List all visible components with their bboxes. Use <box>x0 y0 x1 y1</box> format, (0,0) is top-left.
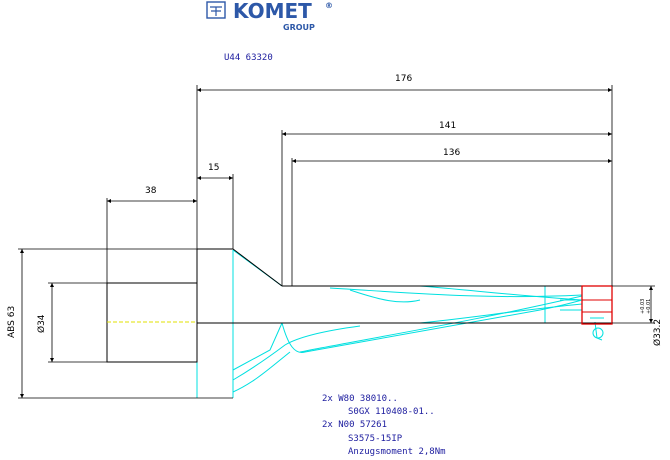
dim-136: 136 <box>443 148 460 158</box>
komet-logo: KOMET ® GROUP <box>206 0 333 32</box>
insert-highlight <box>581 285 613 325</box>
dim-tolerance-upper: +0.03 <box>640 299 646 314</box>
logo-registered: ® <box>325 1 333 10</box>
parts-list-line-1: 2x W80 38010.. <box>322 394 398 404</box>
dim-abs-63: ABS 63 <box>7 306 17 338</box>
logo-group: GROUP <box>283 23 315 32</box>
hidden-geometry <box>107 249 604 398</box>
parts-list-line-4: S3575-15IP <box>348 434 403 444</box>
tool-outline <box>106 248 613 363</box>
logo-brand: KOMET <box>233 0 312 23</box>
parts-list-line-3: 2x N00 57261 <box>322 420 388 430</box>
parts-list-line-5: Anzugsmoment 2,8Nm <box>348 447 446 457</box>
dim-dia-34: Ø34 <box>36 314 47 333</box>
logo-emblem-icon <box>206 1 226 19</box>
part-number: U44 63320 <box>224 53 273 63</box>
dim-176: 176 <box>395 74 412 84</box>
dimension-lines <box>20 88 653 398</box>
parts-list-line-2: S0GX 110408-01.. <box>348 407 435 417</box>
dim-dia-33: Ø33.2 <box>652 319 663 346</box>
extension-lines <box>18 85 655 399</box>
dim-38: 38 <box>145 186 157 196</box>
dim-15: 15 <box>208 163 219 173</box>
dim-141: 141 <box>439 121 456 131</box>
dim-tolerance-lower: +0.01 <box>646 299 652 314</box>
